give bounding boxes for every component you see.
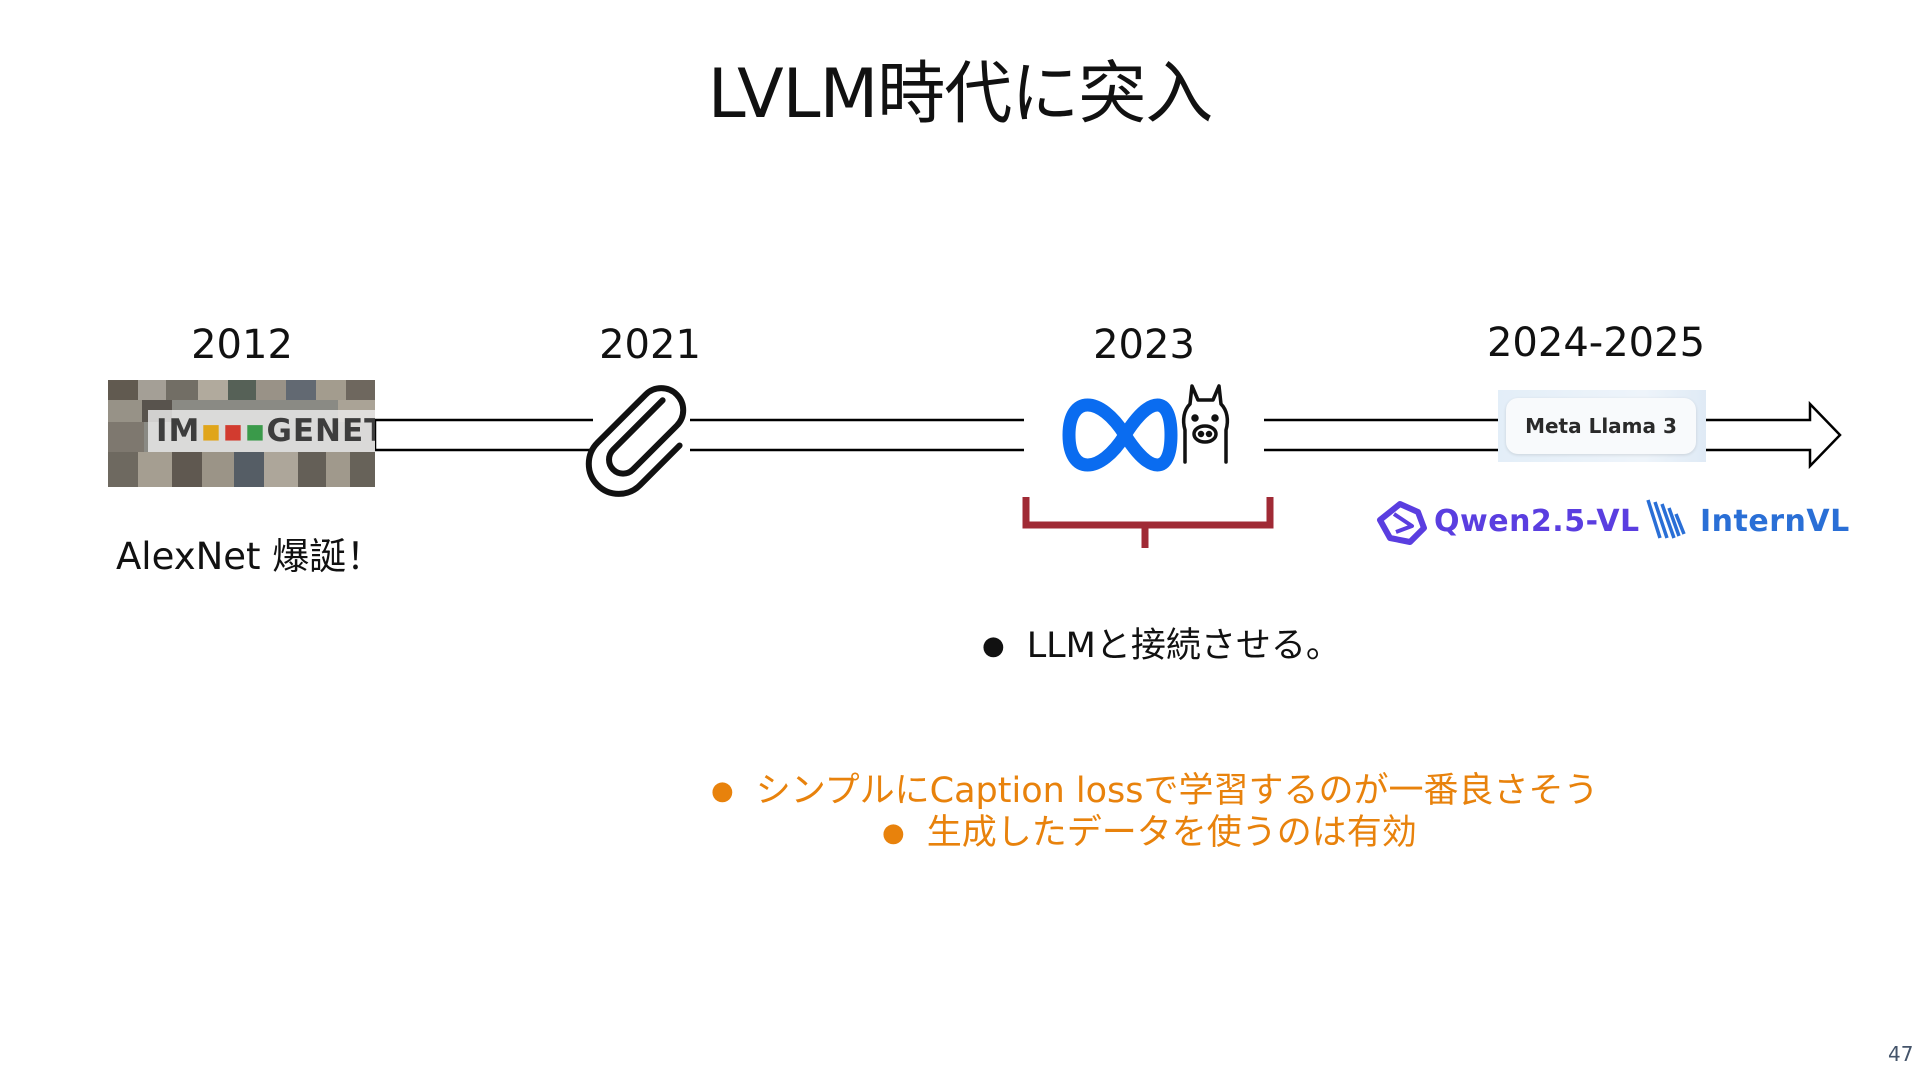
bracket	[1022, 497, 1274, 548]
caption-2012: AlexNet 爆誕！	[116, 535, 384, 578]
year-2021: 2021	[599, 322, 701, 368]
internvl-label: InternVL	[1700, 504, 1850, 539]
internvl-icon	[1646, 499, 1686, 539]
orange-bullet-2-text: 生成したデータを使うのは有効	[926, 813, 1417, 853]
imagenet-logo: IM▪▪▪GENET	[108, 380, 375, 487]
llama3-card: Meta Llama 3	[1498, 390, 1706, 462]
imagenet-dot-2: ▪	[222, 413, 245, 449]
orange-bullet-2: ● 生成したデータを使うのは有効	[882, 804, 1417, 855]
bracket-note-text: LLMと接続させる。	[1026, 626, 1341, 666]
paperclip-icon	[585, 385, 687, 497]
slide-title: LVLM時代に突入	[707, 55, 1214, 134]
imagenet-word-part-1: IM	[156, 413, 201, 449]
imagenet-dot-3: ▪	[244, 413, 267, 449]
bullet-dot: ●	[882, 818, 905, 848]
bullet-dot: ●	[711, 776, 734, 806]
meta-infinity-icon	[1062, 398, 1178, 472]
imagenet-dot-1: ▪	[200, 413, 223, 449]
llama-icon	[1181, 384, 1230, 464]
bullet-dot: ●	[982, 631, 1005, 661]
year-2023: 2023	[1093, 322, 1195, 368]
imagenet-wordmark: IM▪▪▪GENET	[148, 410, 375, 452]
orange-bullet-1: ● シンプルにCaption lossで学習するのが一番良さそう	[711, 762, 1599, 813]
orange-bullet-1-text: シンプルにCaption lossで学習するのが一番良さそう	[755, 771, 1599, 811]
year-2024-2025: 2024-2025	[1486, 320, 1706, 366]
bracket-note: ● LLMと接続させる。	[982, 617, 1341, 668]
page-number: 47	[1888, 1042, 1914, 1066]
llama3-label: Meta Llama 3	[1506, 398, 1696, 454]
qwen-label: Qwen2.5-VL	[1434, 504, 1640, 539]
qwen-icon	[1377, 501, 1427, 545]
imagenet-word-part-2: GENET	[266, 413, 375, 449]
timeline-arrow	[373, 400, 1842, 470]
year-2012: 2012	[191, 322, 293, 368]
